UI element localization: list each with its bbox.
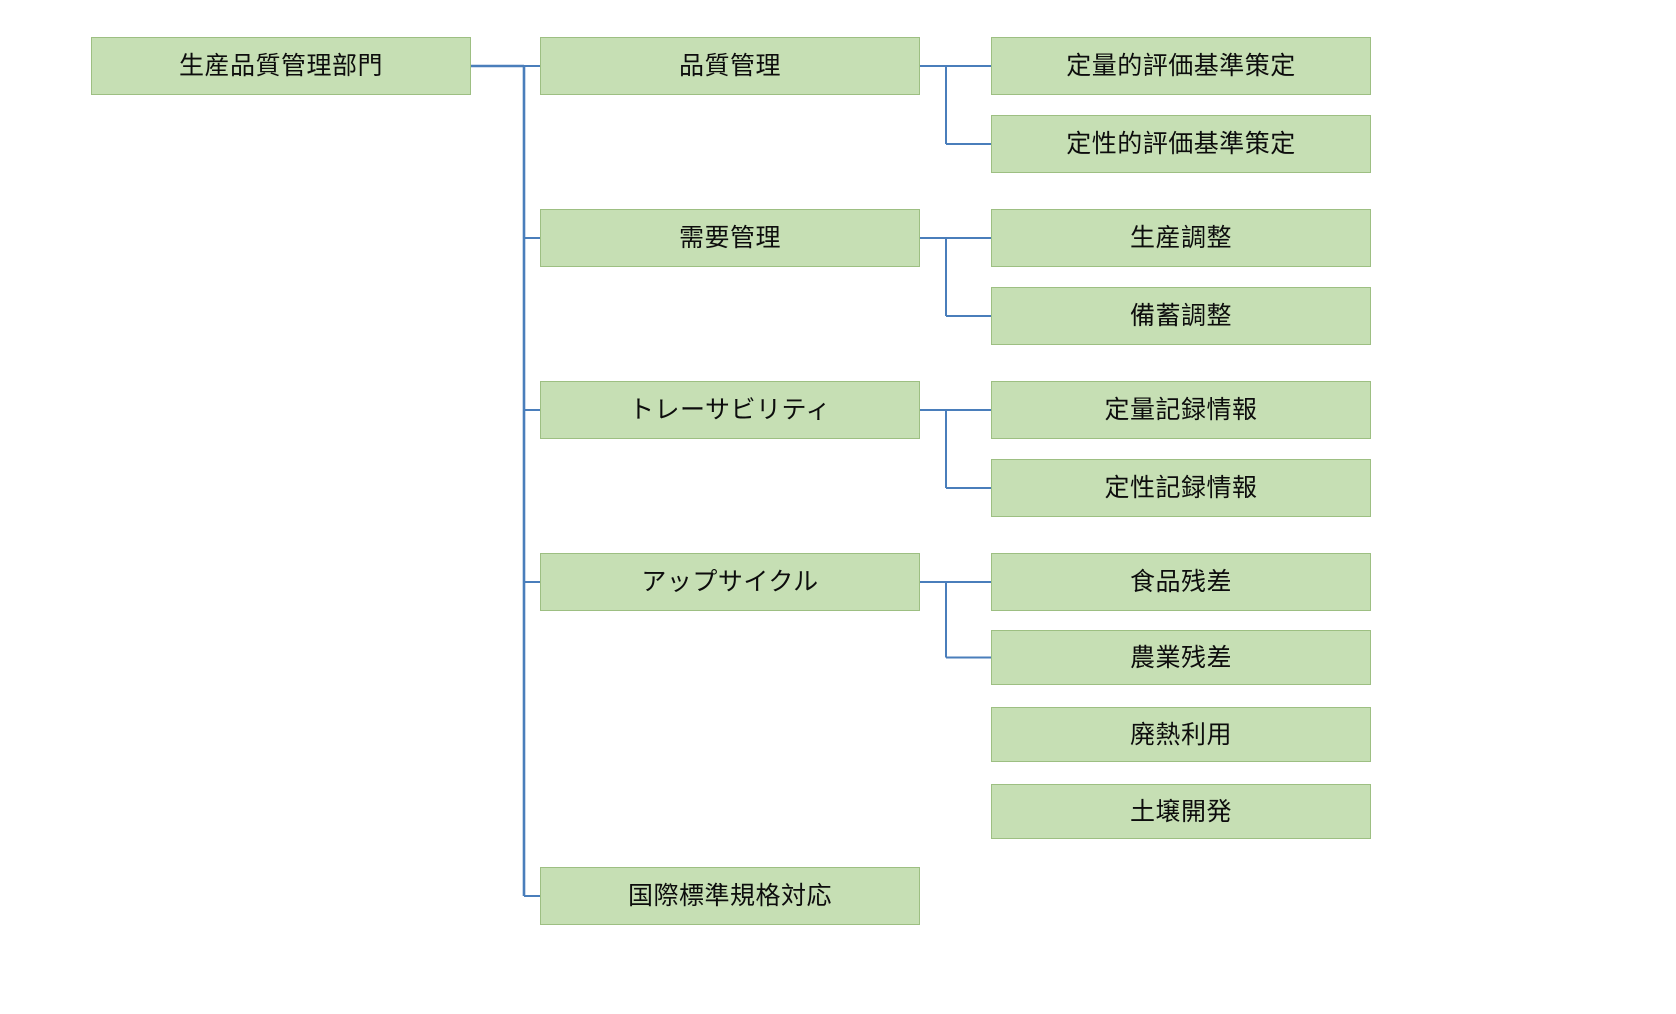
node-label: 品質管理: [678, 52, 781, 80]
node-leaf-農業残差[interactable]: 農業残差: [991, 630, 1371, 685]
node-branch-品質管理[interactable]: 品質管理: [540, 37, 920, 95]
node-branch-需要管理[interactable]: 需要管理: [540, 209, 920, 267]
node-branch-国際標準規格対応[interactable]: 国際標準規格対応: [540, 867, 920, 925]
node-branch-アップサイクル[interactable]: アップサイクル: [540, 553, 920, 611]
node-leaf-定量的評価基準策定[interactable]: 定量的評価基準策定: [991, 37, 1371, 95]
node-leaf-定性記録情報[interactable]: 定性記録情報: [991, 459, 1371, 517]
node-label: 定性的評価基準策定: [1066, 130, 1296, 158]
node-label: 国際標準規格対応: [627, 882, 832, 910]
node-leaf-備蓄調整[interactable]: 備蓄調整: [991, 287, 1371, 345]
node-label: アップサイクル: [641, 568, 819, 596]
node-leaf-土壌開発[interactable]: 土壌開発: [991, 784, 1371, 839]
node-branch-トレーサビリティ[interactable]: トレーサビリティ: [540, 381, 920, 439]
node-leaf-生産調整[interactable]: 生産調整: [991, 209, 1371, 267]
node-label: 食品残差: [1129, 568, 1232, 596]
node-label: 廃熱利用: [1129, 720, 1232, 749]
node-label: 生産調整: [1129, 224, 1232, 252]
node-label: 農業残差: [1129, 643, 1232, 672]
node-label: 定量記録情報: [1104, 396, 1258, 424]
node-label: 備蓄調整: [1129, 302, 1232, 330]
node-label: 定性記録情報: [1104, 474, 1258, 502]
node-label: 土壌開発: [1129, 797, 1232, 826]
node-label: 生産品質管理部門: [178, 52, 383, 80]
node-label: トレーサビリティ: [628, 396, 831, 424]
node-leaf-定性的評価基準策定[interactable]: 定性的評価基準策定: [991, 115, 1371, 173]
node-leaf-廃熱利用[interactable]: 廃熱利用: [991, 707, 1371, 762]
node-root[interactable]: 生産品質管理部門: [91, 37, 471, 95]
node-leaf-定量記録情報[interactable]: 定量記録情報: [991, 381, 1371, 439]
node-leaf-食品残差[interactable]: 食品残差: [991, 553, 1371, 611]
node-label: 需要管理: [678, 224, 781, 252]
node-label: 定量的評価基準策定: [1066, 52, 1296, 80]
